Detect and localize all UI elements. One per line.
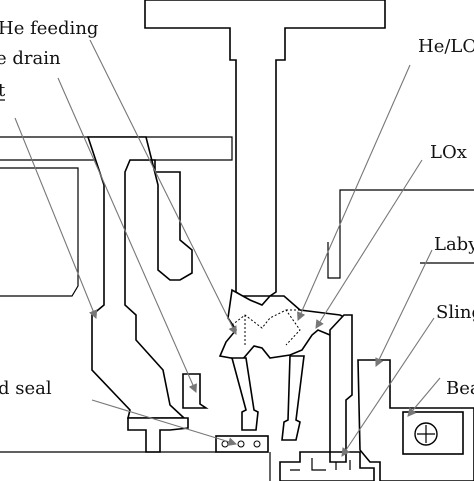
labyrinth-inner: [290, 458, 351, 471]
right-bracket: [329, 314, 353, 453]
label-drain: e drain: [0, 48, 61, 69]
small-column: [182, 373, 209, 409]
labyrinth-detail: [279, 451, 375, 481]
label-laby: Laby: [434, 234, 474, 255]
right-strut: [281, 355, 305, 441]
label-t: t: [0, 80, 6, 101]
left-base-block: [127, 417, 189, 453]
label-d-seal: d seal: [0, 378, 52, 399]
label-sling: Sling: [436, 302, 474, 323]
leader-lines: [14, 39, 441, 457]
label-bea: Bea: [446, 378, 474, 399]
label-he-feeding: He feeding: [0, 18, 98, 39]
left-outer-wall: [0, 167, 79, 297]
center-seal-body: [218, 288, 347, 361]
label-lox: LOx: [430, 142, 467, 163]
center-seal-dotted: [231, 309, 301, 346]
crosshair-circle-icon: [414, 422, 438, 446]
label-he-lox: He/LO: [418, 36, 474, 57]
left-strut: [230, 357, 259, 431]
left-channel: [86, 136, 193, 419]
right-outer-structure: [327, 189, 474, 279]
floor-line: [0, 451, 271, 481]
